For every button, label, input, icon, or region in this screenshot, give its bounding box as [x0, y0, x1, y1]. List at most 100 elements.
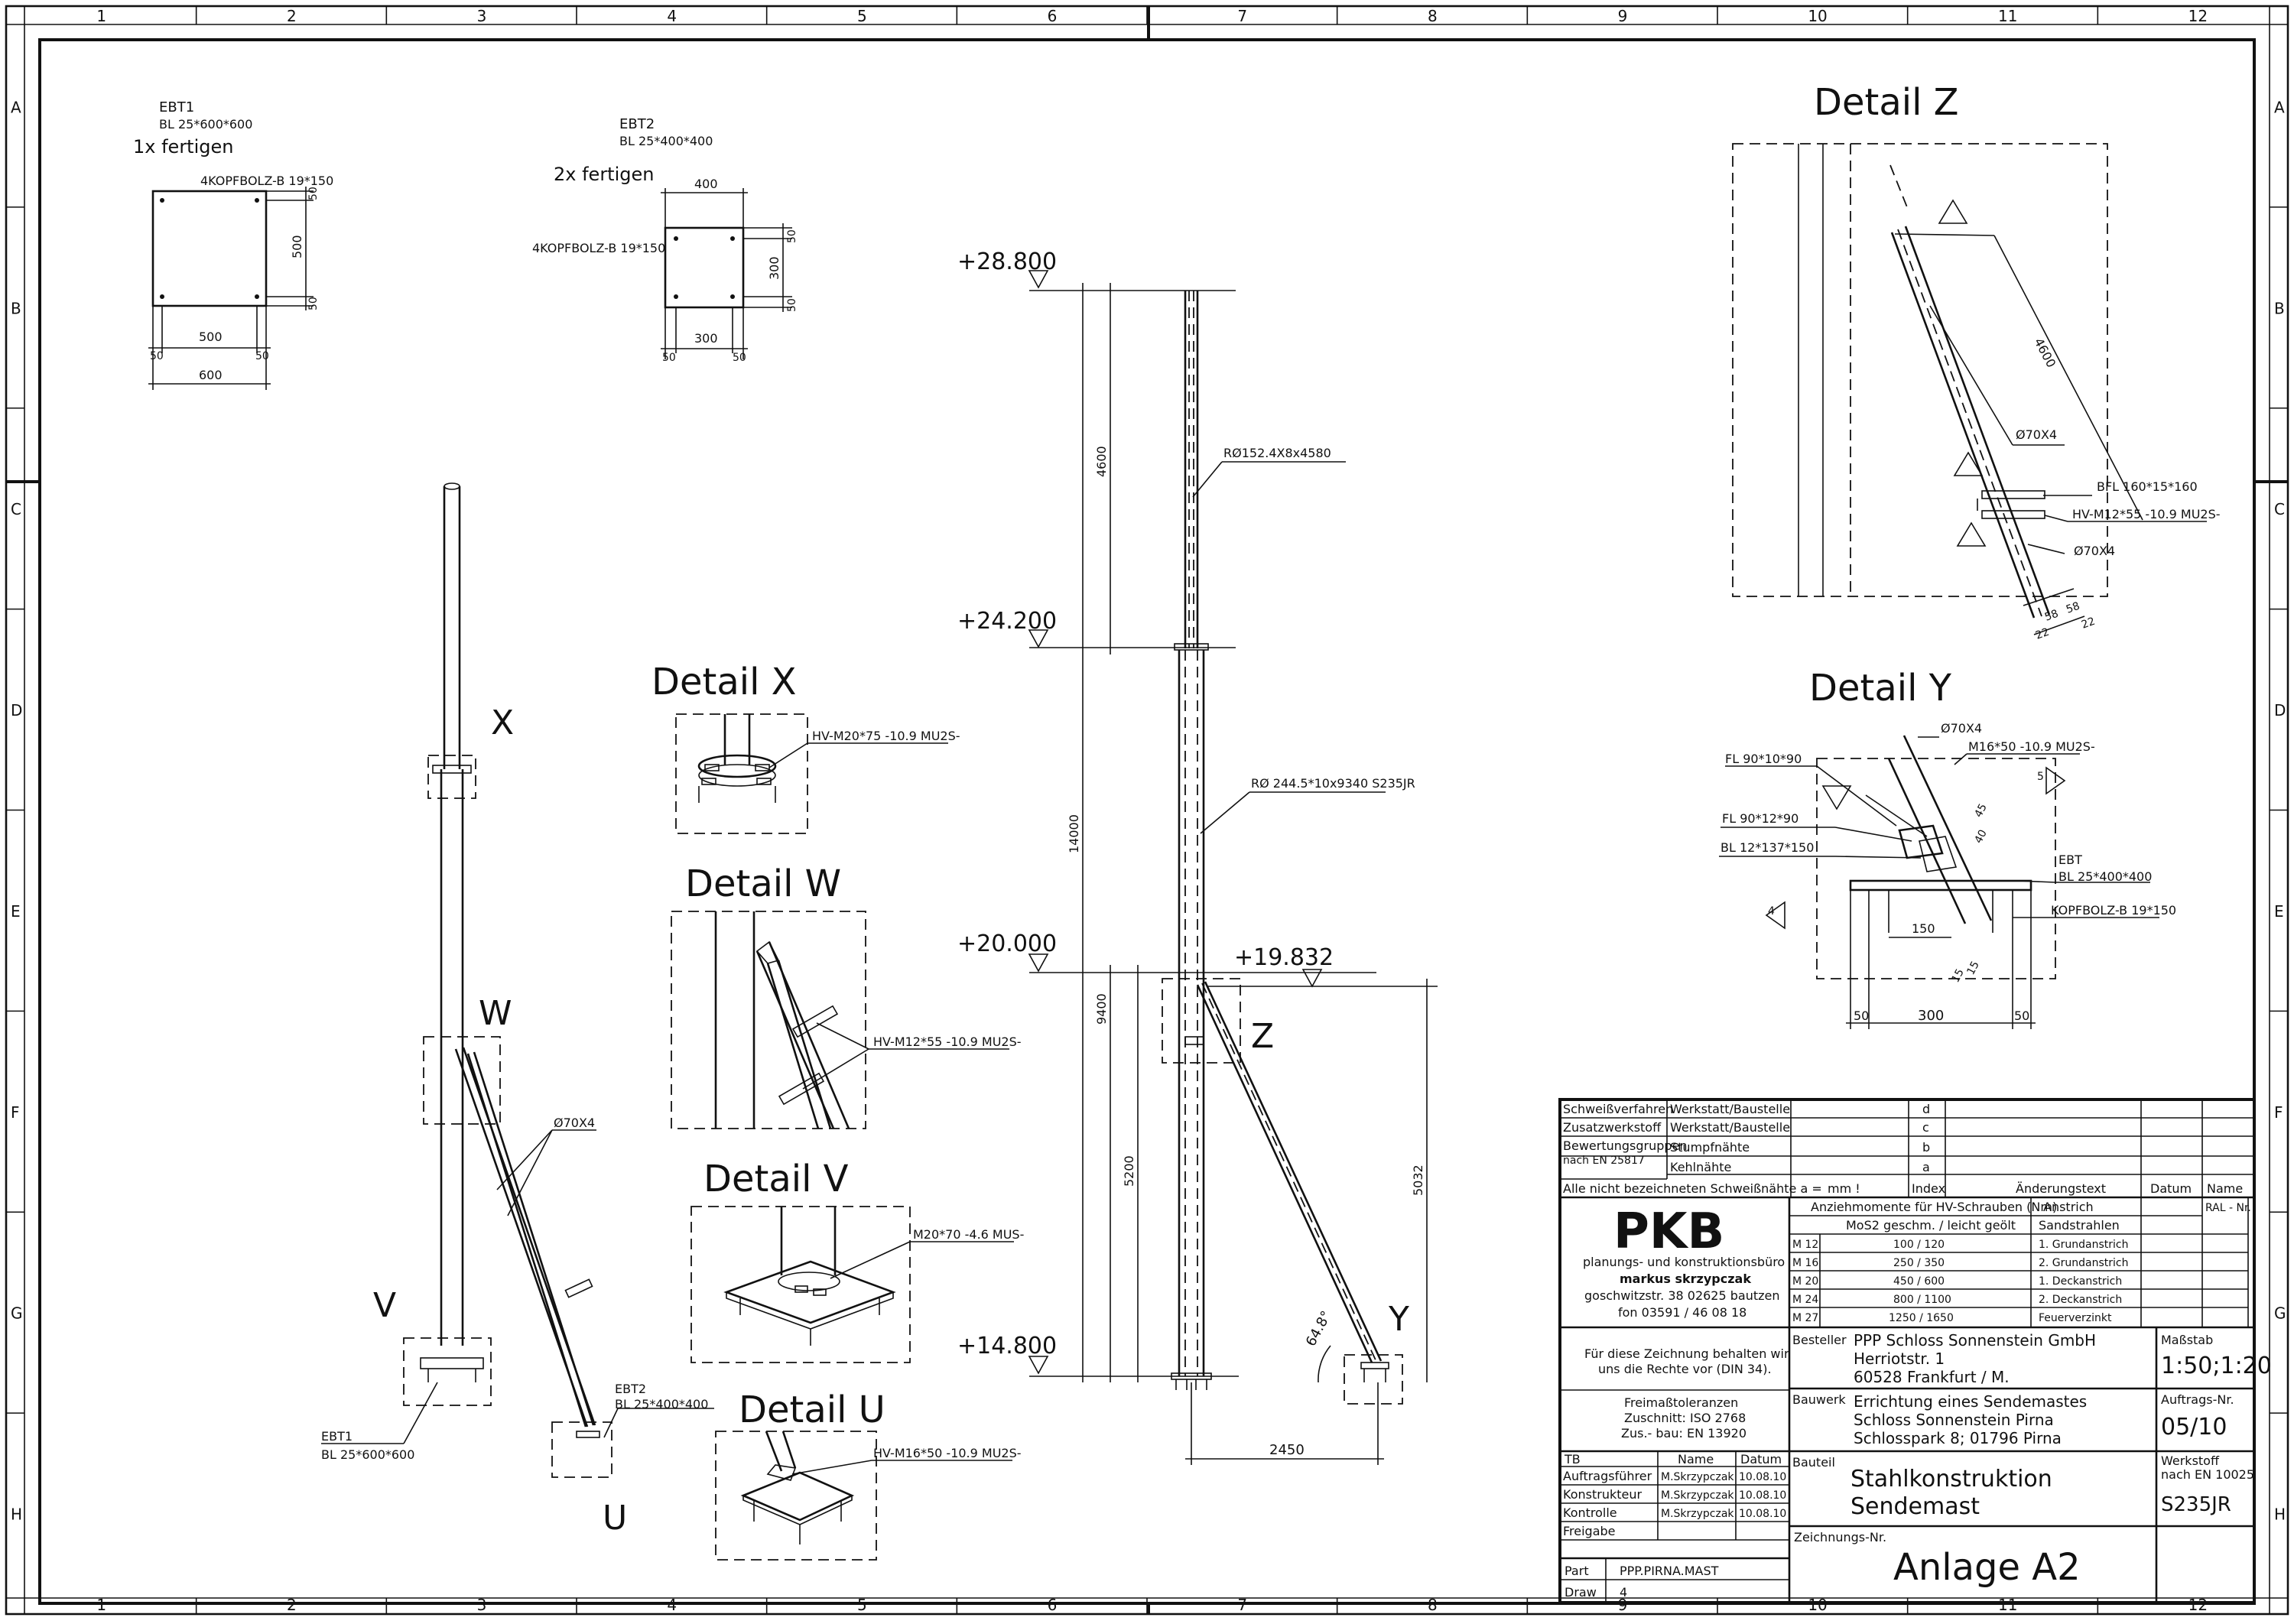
overview-ebt1-spec: BL 25*600*600: [321, 1447, 414, 1462]
overview-ebt1: EBT1: [321, 1429, 353, 1444]
detail-y-bolt: M16*50 -10.9 MU2S-: [1968, 739, 2095, 754]
grid-row-left: A: [11, 98, 21, 116]
detail-y-dim-150: 150: [1912, 921, 1935, 936]
svg-text:M.Skrzypczak: M.Skrzypczak: [1661, 1471, 1734, 1483]
svg-text:15: 15: [1949, 967, 1966, 985]
svg-text:2. Deckanstrich: 2. Deckanstrich: [2039, 1294, 2122, 1306]
svg-text:300: 300: [694, 331, 718, 346]
grid-col-bottom: 12: [2188, 1596, 2208, 1614]
grid-col-top: 5: [857, 7, 867, 25]
grid-row-right: B: [2274, 299, 2285, 317]
svg-text:Bewertungsgruppen: Bewertungsgruppen: [1563, 1138, 1688, 1153]
ebt1-dim-500h: 500: [199, 330, 223, 344]
mast-overview: X W V U Ø70X4 EBT1 BL 25*600*600 EBT2 BL…: [321, 482, 714, 1538]
svg-text:Name: Name: [1678, 1452, 1714, 1466]
svg-text:Draw: Draw: [1565, 1585, 1597, 1600]
svg-text:Freigabe: Freigabe: [1563, 1524, 1616, 1538]
svg-text:Werkstoff: Werkstoff: [2161, 1453, 2220, 1468]
svg-text:Feuerverzinkt: Feuerverzinkt: [2039, 1312, 2112, 1324]
svg-text:Konstrukteur: Konstrukteur: [1563, 1487, 1642, 1502]
ebt2-plate: [664, 226, 745, 309]
svg-text:Zusatzwerkstoff: Zusatzwerkstoff: [1563, 1120, 1662, 1135]
detail-y-ebt: EBT: [2058, 853, 2082, 867]
svg-text:40: 40: [1972, 828, 1989, 846]
level-20000: +20.000: [957, 931, 1057, 957]
grid-col-bottom: 1: [96, 1596, 106, 1614]
svg-text:Anstrich: Anstrich: [2043, 1200, 2094, 1214]
svg-text:RAL - Nr.: RAL - Nr.: [2205, 1202, 2251, 1214]
grid-col-bottom: 4: [667, 1596, 677, 1614]
elevation-label-y: Y: [1388, 1300, 1409, 1339]
svg-text:15: 15: [1964, 960, 1981, 977]
detail-y-tube: Ø70X4: [1941, 721, 1982, 736]
detail-x: Detail X HV-M20*75 -10.9 MU2S-: [651, 661, 960, 834]
svg-text:Zus.- bau: EN 13920: Zus.- bau: EN 13920: [1621, 1426, 1746, 1440]
dim-9400: 9400: [1094, 993, 1109, 1025]
grid-col-top: 2: [287, 7, 297, 25]
grid-col-top: 3: [477, 7, 487, 25]
grid-row-right: F: [2274, 1103, 2283, 1122]
svg-text:1250 / 1650: 1250 / 1650: [1889, 1312, 1954, 1324]
detail-z-tube: Ø70X4: [2016, 427, 2057, 442]
overview-label-w: W: [479, 994, 512, 1033]
grid-col-top: 12: [2188, 7, 2208, 25]
svg-text:markus skrzypczak: markus skrzypczak: [1620, 1272, 1751, 1286]
detail-z-title: Detail Z: [1814, 81, 1959, 124]
grid-col-bottom: 7: [1237, 1596, 1247, 1614]
grid-col-top: 8: [1428, 7, 1438, 25]
svg-text:M 16: M 16: [1792, 1257, 1818, 1269]
grid-row-right: H: [2274, 1505, 2286, 1524]
detail-z-dim-4600: 4600: [2031, 336, 2058, 370]
svg-text:50: 50: [733, 352, 746, 364]
detail-y-title: Detail Y: [1809, 667, 1952, 710]
ebt1-plate-view: EBT1 BL 25*600*600 1x fertigen 4KOPFBOLZ…: [133, 99, 333, 390]
grid-row-right: A: [2274, 98, 2285, 116]
grid-row-right: C: [2274, 500, 2285, 518]
svg-text:Änderungstext: Änderungstext: [2016, 1181, 2106, 1196]
grid-col-bottom: 10: [1808, 1596, 1827, 1614]
tube-top-label: RØ152.4X8x4580: [1223, 446, 1331, 460]
grid-col-bottom: 9: [1618, 1596, 1628, 1614]
svg-text:50: 50: [307, 187, 320, 200]
detail-z-tube2: Ø70X4: [2074, 544, 2115, 558]
svg-text:60528 Frankfurt / M.: 60528 Frankfurt / M.: [1854, 1368, 2010, 1386]
overview-label-x: X: [491, 703, 514, 742]
angle-label: 64.8°: [1303, 1308, 1335, 1349]
svg-text:uns die Rechte vor (DIN 34).: uns die Rechte vor (DIN 34).: [1598, 1362, 1772, 1376]
part-number: PPP.PIRNA.MAST: [1620, 1564, 1719, 1578]
grid-col-bottom: 2: [287, 1596, 297, 1614]
detail-v-title: Detail V: [703, 1158, 849, 1200]
grid-col-top: 1: [96, 7, 106, 25]
ebt2-dim-400: 400: [694, 177, 718, 191]
svg-text:1. Deckanstrich: 1. Deckanstrich: [2039, 1275, 2122, 1288]
elevation-label-z: Z: [1251, 1017, 1274, 1056]
svg-text:goschwitzstr. 38 02625 baut: goschwitzstr. 38 02625 bautzen: [1584, 1288, 1780, 1303]
ebt2-bolts: 4KOPFBOLZ-B 19*150: [532, 241, 665, 255]
detail-u: Detail U HV-M16*50 -10.9 MU2S-: [715, 1389, 1022, 1561]
ebt1-dim-600: 600: [199, 368, 223, 382]
grid-row-right: D: [2274, 701, 2286, 719]
pkb-logo: PKB: [1613, 1203, 1724, 1260]
svg-text:50: 50: [786, 298, 798, 312]
svg-text:2. Grundanstrich: 2. Grundanstrich: [2039, 1257, 2129, 1269]
svg-text:4: 4: [1768, 905, 1775, 918]
svg-text:Freimaßtoleranzen: Freimaßtoleranzen: [1624, 1395, 1738, 1410]
svg-text:10.08.10: 10.08.10: [1739, 1471, 1786, 1483]
svg-text:4: 4: [1620, 1585, 1627, 1600]
svg-text:nach EN 25817: nach EN 25817: [1563, 1155, 1645, 1167]
ebt1-bolts: 4KOPFBOLZ-B 19*150: [200, 174, 333, 188]
svg-text:50: 50: [150, 350, 164, 362]
detail-v-bolt: M20*70 -4.6 MUS-: [913, 1227, 1024, 1242]
svg-text:50: 50: [786, 229, 798, 243]
svg-text:Bauteil: Bauteil: [1792, 1455, 1835, 1470]
svg-text:45: 45: [1972, 802, 1989, 820]
detail-y-dim-300: 300: [1918, 1008, 1944, 1024]
overview-tube-label: Ø70X4: [554, 1116, 595, 1130]
detail-u-bolt: HV-M16*50 -10.9 MU2S-: [873, 1446, 1022, 1460]
svg-text:Name: Name: [2207, 1181, 2243, 1196]
svg-text:M.Skrzypczak: M.Skrzypczak: [1661, 1489, 1734, 1502]
svg-text:Besteller: Besteller: [1792, 1333, 1847, 1347]
grid-row-left: F: [11, 1103, 20, 1122]
svg-text:Für diese Zeichnung behalten w: Für diese Zeichnung behalten wir: [1584, 1346, 1789, 1361]
